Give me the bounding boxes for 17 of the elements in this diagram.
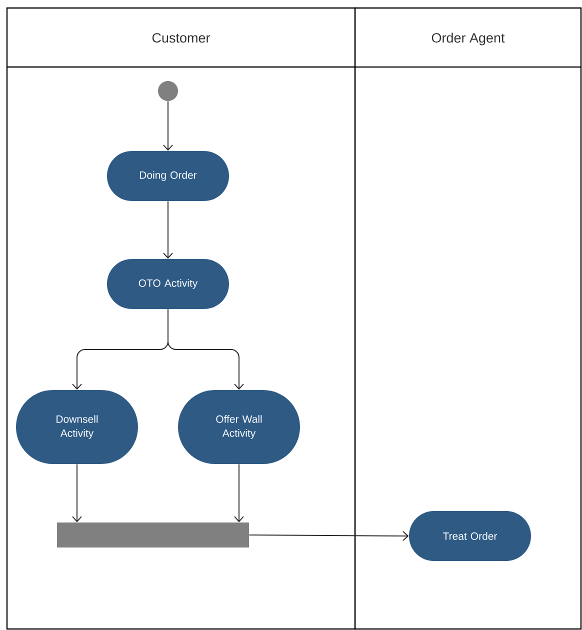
swimlane <box>6 7 356 630</box>
arrow <box>163 200 173 259</box>
arrow <box>168 308 244 390</box>
swimlane <box>354 7 582 630</box>
arrow <box>234 464 244 522</box>
activity-box: OTO Activity <box>107 259 229 309</box>
lane-header: Customer <box>152 33 210 43</box>
activity-box: Offer Wall Activity <box>178 390 300 464</box>
activity-box: Downsell Activity <box>16 390 138 464</box>
start-node <box>158 81 178 101</box>
activity-box: Doing Order <box>107 151 229 201</box>
join-bar <box>57 522 249 548</box>
activity-box: Treat Order <box>409 511 531 561</box>
arrow <box>163 100 173 151</box>
arrow <box>72 464 82 522</box>
lane-header: Order Agent <box>432 32 505 46</box>
arrow <box>248 530 409 541</box>
